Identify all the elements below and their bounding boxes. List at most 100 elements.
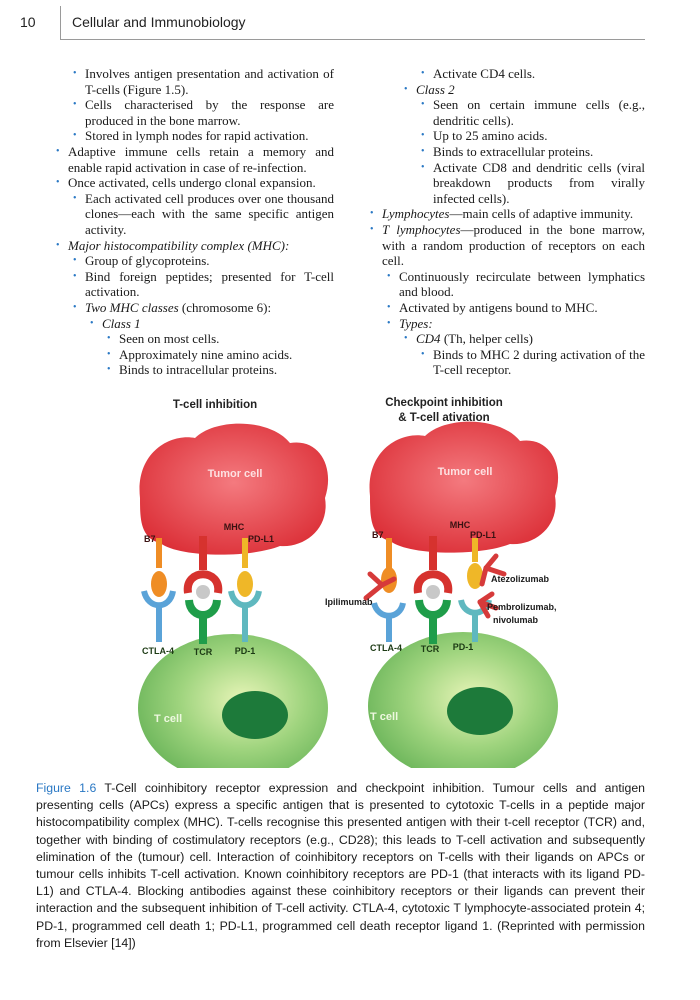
bullet-icon: •: [370, 208, 374, 220]
list-item-text: Activated by antigens bound to MHC.: [399, 300, 645, 316]
list-item-body: Involves antigen presentation and activa…: [85, 66, 334, 97]
list-item-emphasis: Types:: [399, 315, 433, 331]
pdl1-label-right: PD-L1: [470, 530, 496, 540]
list-item: •Seen on certain immune cells (e.g., den…: [421, 97, 645, 128]
bullet-icon: •: [421, 348, 425, 360]
list-item: •Binds to MHC 2 during activation of the…: [421, 347, 645, 378]
bullet-icon: •: [56, 239, 60, 251]
list-item-text: Adaptive immune cells retain a memory an…: [68, 144, 334, 175]
list-item-emphasis: Class 1: [102, 315, 141, 331]
mhc-label: MHC: [224, 522, 245, 532]
list-item: •Seen on most cells.: [107, 331, 334, 347]
list-item-body: Binds to intracellular proteins.: [119, 362, 278, 378]
list-item-body: Adaptive immune cells retain a memory an…: [68, 143, 334, 175]
t-cell-label: T cell: [154, 713, 182, 725]
list-item-body: Activate CD4 cells.: [433, 66, 536, 81]
list-item-text: T lymphocytes—produced in the bone marro…: [382, 222, 645, 269]
figure-checkpoint-inhibition: T-cell inhibition Checkpoint inhibition …: [100, 388, 630, 768]
right-text-column: •Activate CD4 cells.•Class 2•Seen on cer…: [366, 66, 645, 378]
b7-label-right: B7: [372, 530, 384, 540]
list-item: •T lymphocytes—produced in the bone marr…: [370, 222, 645, 269]
list-item-body: Activate CD8 and dendritic cells (viral …: [433, 159, 645, 206]
ctla4-label: CTLA-4: [142, 646, 174, 656]
pdl1-ligand: [237, 538, 253, 597]
list-item-body: Seen on certain immune cells (e.g., dend…: [433, 97, 645, 128]
list-item: •Approximately nine amino acids.: [107, 347, 334, 363]
list-item-body: Seen on most cells.: [119, 331, 220, 347]
bullet-icon: •: [56, 177, 60, 189]
tumor-cell-label-right: Tumor cell: [438, 466, 493, 478]
list-item-body: Stored in lymph nodes for rapid activati…: [85, 128, 309, 144]
list-item-emphasis: Lymphocytes: [382, 206, 450, 222]
pd1-label: PD-1: [235, 646, 256, 656]
tcr-receptor-right: [415, 599, 451, 644]
list-item: • Involves antigen presentation and activ…: [73, 66, 334, 97]
caption-text: T-Cell coinhibitory receptor expression …: [36, 781, 645, 950]
list-item-emphasis: CD4: [416, 331, 441, 347]
figure-illustration: T-cell inhibition Checkpoint inhibition …: [138, 397, 559, 768]
list-item-emphasis: Major histocompatibility complex (MHC):: [68, 237, 290, 253]
list-item-emphasis: Two MHC classes: [85, 299, 179, 315]
ipilimumab-label: Ipilimumab: [325, 597, 373, 607]
pembrolizumab-antibody: [477, 591, 499, 619]
list-item-text: Stored in lymph nodes for rapid activati…: [85, 128, 334, 144]
page-header: 10 Cellular and Immunobiology: [0, 0, 700, 44]
list-item-text: Two MHC classes (chromosome 6):: [85, 300, 334, 316]
bullet-icon: •: [73, 301, 77, 313]
t-cell-nucleus-right: [447, 687, 513, 735]
left-bullet-list: • Involves antigen presentation and activ…: [52, 66, 334, 378]
pd1-label-right: PD-1: [453, 642, 474, 652]
list-item: •CD4 (Th, helper cells): [404, 331, 645, 347]
bullet-icon: •: [90, 317, 94, 329]
bullet-icon: •: [73, 255, 77, 267]
list-item-body: Up to 25 amino acids.: [433, 128, 548, 144]
list-item: • Activated by antigens bound to MHC.: [387, 300, 645, 316]
list-item: •Binds to extracellular proteins.: [421, 144, 645, 160]
list-item: •Binds to intracellular proteins.: [107, 362, 334, 378]
list-item-text: Bind foreign peptides; presented for T-c…: [85, 269, 334, 300]
mhc-molecule: [183, 536, 223, 599]
header-rule: [60, 39, 645, 40]
bullet-icon: •: [387, 301, 391, 313]
list-item-body: Cells characterised by the response are …: [85, 97, 334, 128]
right-panel: Tumor cell T cell: [325, 421, 559, 768]
bullet-icon: •: [421, 68, 425, 79]
pdl1-ligand-right: [467, 538, 483, 589]
bullet-icon: •: [387, 270, 391, 282]
bullet-icon: •: [387, 317, 391, 329]
list-item-text: Class 1: [102, 316, 334, 332]
list-item: • Types:: [387, 315, 645, 332]
list-item-body: (chromosome 6):: [178, 299, 272, 315]
ipilimumab-antibody: [363, 571, 397, 601]
bullet-icon: •: [73, 130, 77, 142]
list-item-text: Approximately nine amino acids.: [119, 347, 334, 363]
list-item: • Once activated, cells undergo clonal ex…: [56, 175, 334, 191]
atezolizumab-label: Atezolizumab: [491, 574, 550, 584]
figure-label: Figure 1.6: [36, 781, 97, 795]
list-item-text: Each activated cell produces over one th…: [85, 191, 334, 238]
left-panel-title: T-cell inhibition: [173, 399, 257, 411]
list-item-text: Activate CD4 cells.: [433, 66, 645, 82]
ctla4-receptor: [141, 590, 176, 642]
list-item: • Continuously recirculate between lympha…: [387, 269, 645, 300]
list-item: • Bind foreign peptides; presented for T-…: [73, 269, 334, 300]
pdl1-label: PD-L1: [248, 534, 274, 544]
tumor-cell-label: Tumor cell: [208, 468, 263, 480]
list-item: •Adaptive immune cells retain a memory a…: [56, 144, 334, 175]
list-item: •Each activated cell produces over one t…: [73, 191, 334, 238]
list-item: • Lymphocytes—main cells of adaptive immu…: [370, 206, 645, 222]
tumor-cell-shape-right: [369, 421, 559, 553]
list-item-text: Class 2: [416, 82, 645, 98]
list-item-text: Lymphocytes—main cells of adaptive immun…: [382, 206, 645, 222]
bullet-icon: •: [421, 130, 425, 142]
list-item-body: Each activated cell produces over one th…: [85, 190, 334, 237]
bullet-icon: •: [73, 270, 77, 282]
bullet-icon: •: [404, 83, 408, 95]
list-item-text: Group of glycoproteins.: [85, 253, 334, 269]
list-item-text: Binds to extracellular proteins.: [433, 144, 645, 160]
list-item-text: Continuously recirculate between lymphat…: [399, 269, 645, 300]
list-item-body: —main cells of adaptive immunity.: [449, 206, 634, 222]
bullet-icon: •: [73, 68, 77, 79]
list-item-text: Once activated, cells undergo clonal exp…: [68, 175, 334, 191]
bullet-icon: •: [404, 333, 408, 345]
